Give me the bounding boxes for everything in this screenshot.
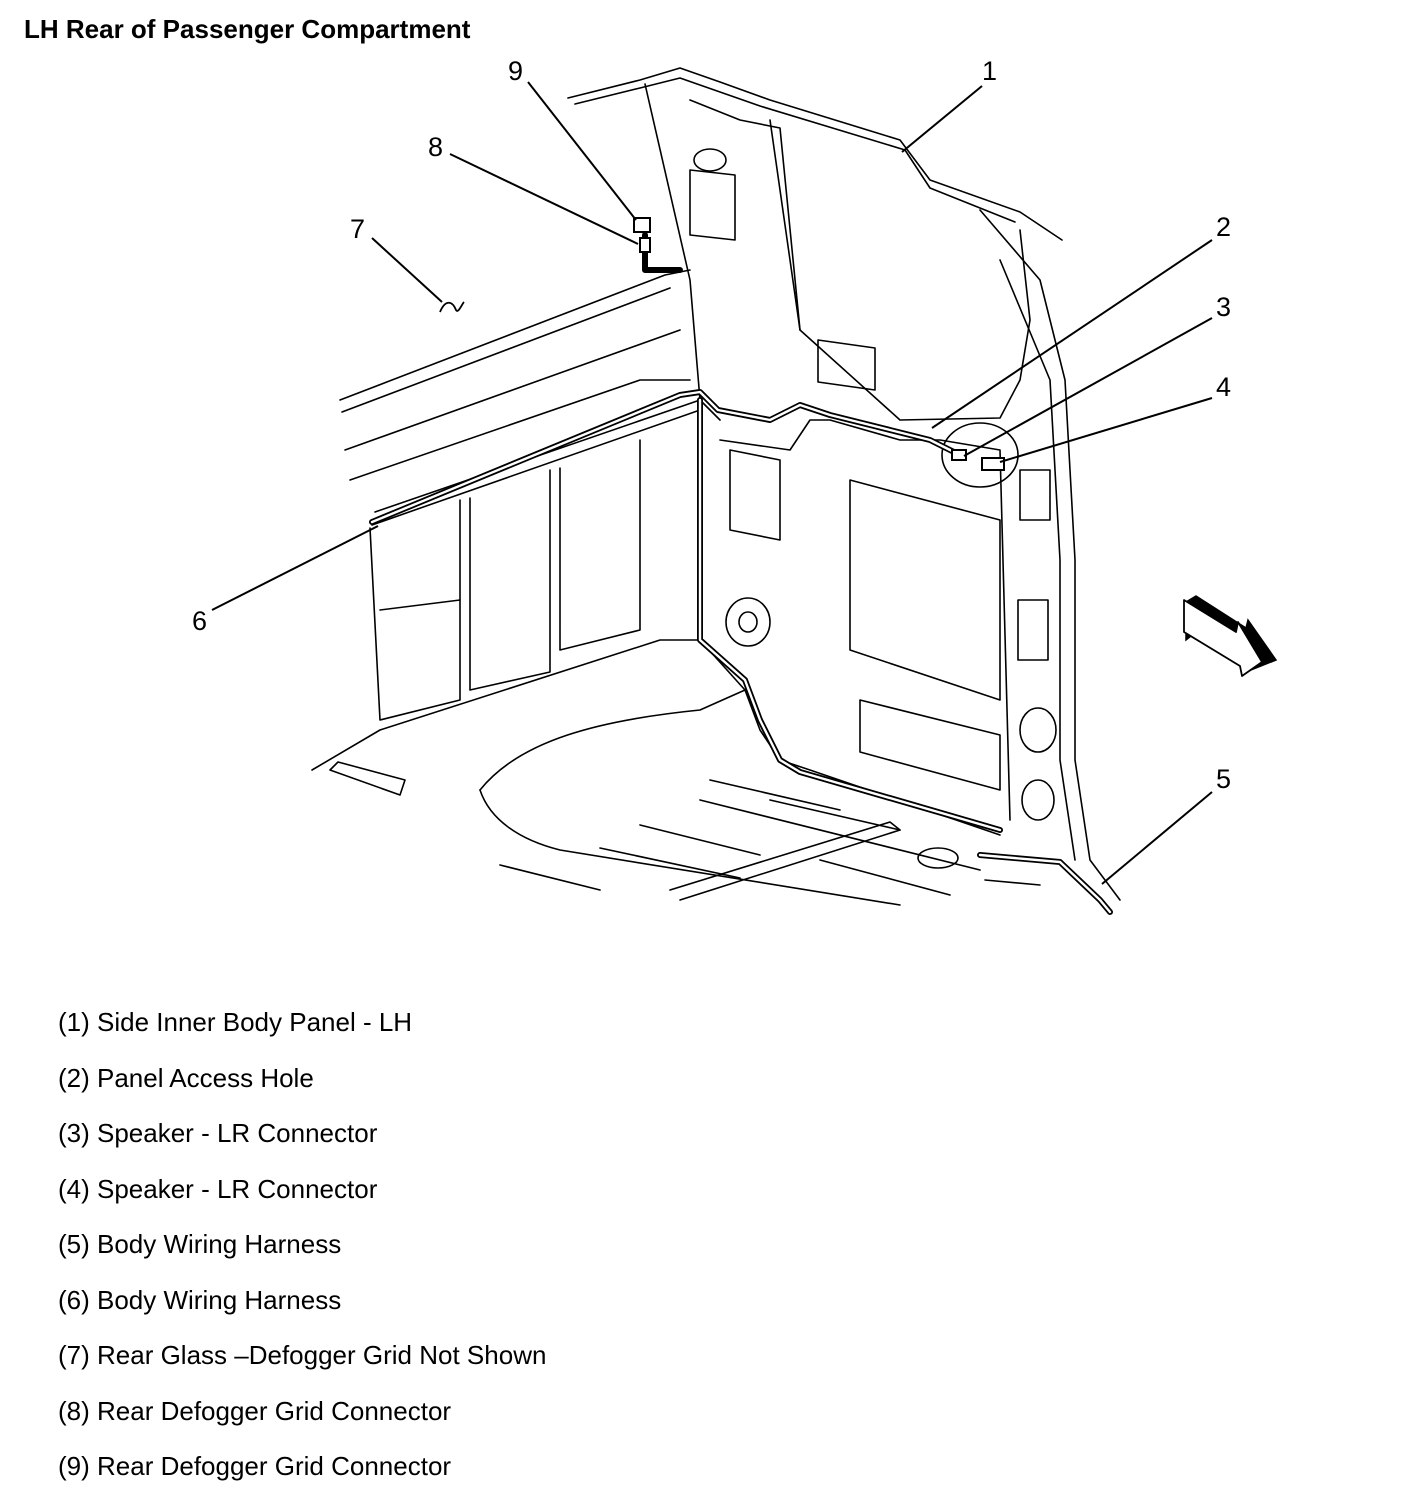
legend-item: (1) Side Inner Body Panel - LH <box>58 1007 413 1037</box>
callout-8: 8 <box>428 132 443 162</box>
legend-item: (9) Rear Defogger Grid Connector <box>58 1451 452 1481</box>
legend-item: (6) Body Wiring Harness <box>58 1284 342 1315</box>
callout-9: 9 <box>508 56 523 86</box>
legend-item: (5) Body Wiring Harness <box>58 1229 342 1259</box>
legend-item: (4) Speaker - LR Connector <box>58 1173 378 1204</box>
legend-list: (1) Side Inner Body Panel - LH (2) Panel… <box>58 1004 546 1504</box>
front-direction-arrow-icon <box>1183 595 1278 677</box>
vehicle-interior-illustration: 1 2 3 4 5 6 7 8 9 <box>192 56 1278 915</box>
callout-7: 7 <box>350 214 365 244</box>
legend-item: (3) Speaker - LR Connector <box>58 1118 378 1148</box>
legend-item: (7) Rear Glass –Defogger Grid Not Shown <box>58 1340 547 1370</box>
callout-1: 1 <box>982 56 997 86</box>
callout-4: 4 <box>1216 372 1231 402</box>
diagram-title: LH Rear of Passenger Compartment <box>24 14 471 44</box>
legend-item: (2) Panel Access Hole <box>58 1062 314 1093</box>
callout-5: 5 <box>1216 764 1231 794</box>
rear-glass-clip <box>439 301 465 313</box>
callout-3: 3 <box>1216 292 1231 322</box>
callout-2: 2 <box>1216 212 1231 242</box>
legend-item: (8) Rear Defogger Grid Connector <box>58 1395 452 1426</box>
callout-6: 6 <box>192 606 207 636</box>
